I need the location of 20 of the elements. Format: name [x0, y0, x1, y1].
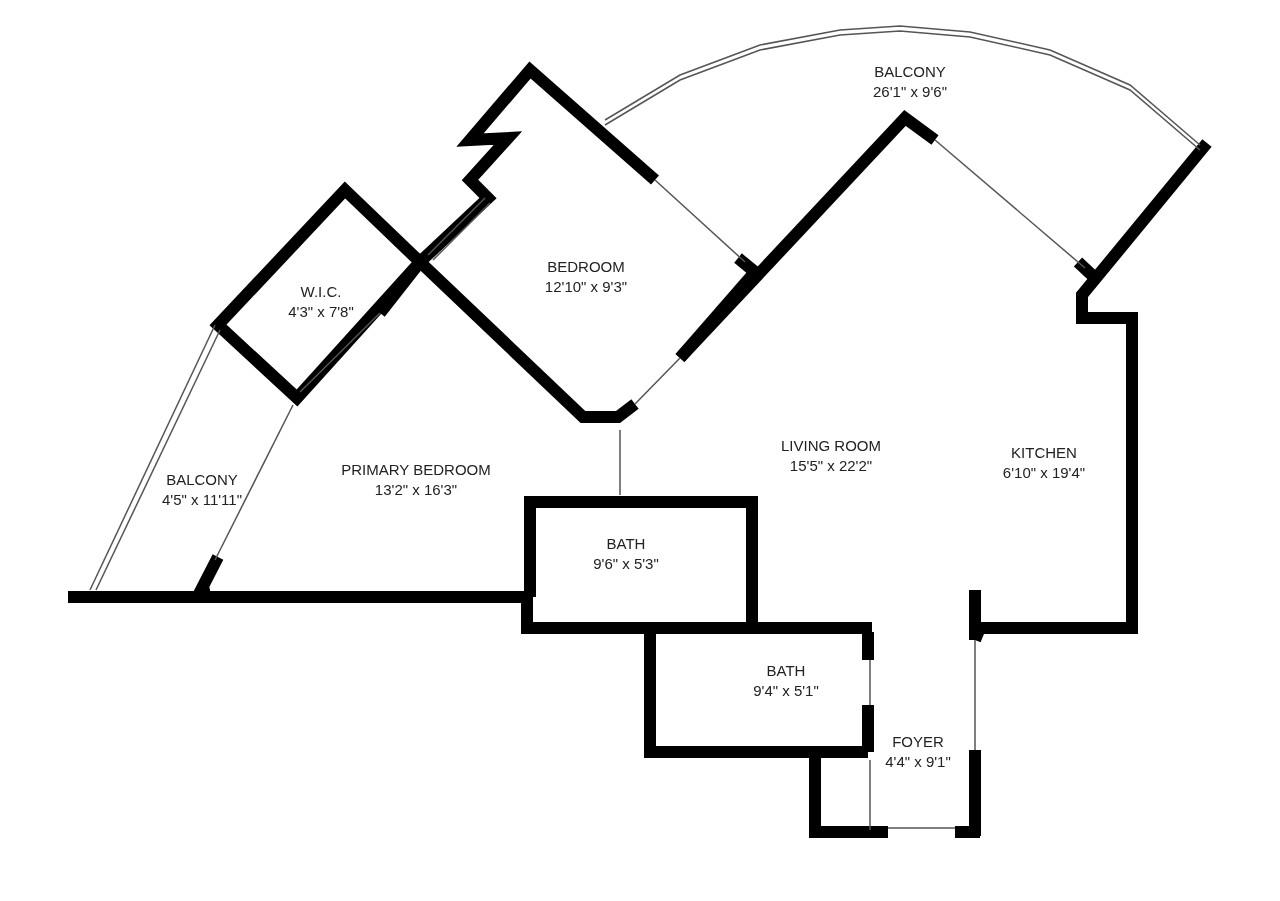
room-name: BATH — [605, 534, 647, 554]
room-dimensions: 6'10" x 19'4" — [1002, 463, 1086, 483]
room-name: W.I.C. — [299, 282, 343, 302]
room-dimensions: 13'2" x 16'3" — [373, 480, 459, 500]
room-dimensions: 15'5" x 22'2" — [788, 456, 874, 476]
room-dimensions: 4'5" x 11'11" — [162, 490, 242, 510]
room-name: FOYER — [891, 732, 945, 752]
room-name: BALCONY — [873, 62, 947, 82]
room-name: PRIMARY BEDROOM — [341, 460, 491, 480]
room-dimensions: 26'1" x 9'6" — [873, 82, 947, 102]
room-name: BATH — [765, 661, 807, 681]
room-name: BALCONY — [165, 470, 239, 490]
room-name: LIVING ROOM — [781, 436, 881, 456]
room-name: KITCHEN — [1010, 443, 1078, 463]
room-dimensions: 9'4" x 5'1" — [753, 681, 819, 701]
room-dimensions: 4'4" x 9'1" — [885, 752, 951, 772]
room-name: BEDROOM — [546, 257, 626, 277]
room-dimensions: 4'3" x 7'8" — [288, 302, 354, 322]
room-dimensions: 9'6" x 5'3" — [593, 554, 659, 574]
room-dimensions: 12'10" x 9'3" — [544, 277, 628, 297]
